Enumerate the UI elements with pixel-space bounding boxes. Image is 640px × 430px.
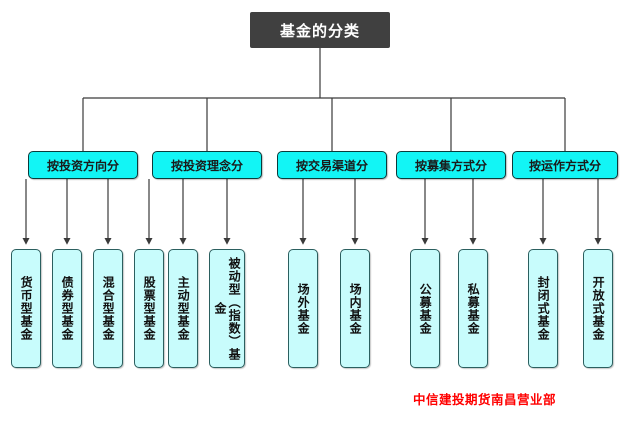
leaf-box-3-1[interactable]: 场外基金 [288,249,318,368]
leaf-box-2-2[interactable]: 被动型（指数）基金 [209,249,245,368]
leaf-box-5-1[interactable]: 封闭式基金 [528,249,558,368]
leaf-label: 股票型基金 [142,276,157,341]
category-box-3[interactable]: 按交易渠道分 [277,151,387,179]
leaf-box-1-4[interactable]: 股票型基金 [134,249,164,368]
leaf-label: 货币型基金 [19,276,34,341]
leaf-label: 被动型（指数）基金 [213,256,242,361]
leaf-label: 混合型基金 [101,276,116,341]
leaf-box-1-3[interactable]: 混合型基金 [93,249,123,368]
watermark-text: 中信建投期货南昌营业部 [413,392,557,407]
leaf-label: 开放式基金 [591,276,606,341]
leaf-label: 场内基金 [348,282,363,335]
leaf-box-1-2[interactable]: 债券型基金 [52,249,82,368]
leaf-box-2-1[interactable]: 主动型基金 [168,249,198,368]
chart-title-box: 基金的分类 [250,12,390,48]
leaf-box-1-1[interactable]: 货币型基金 [11,249,41,368]
leaf-label: 场外基金 [296,282,311,335]
leaf-label: 债券型基金 [60,276,75,341]
leaf-box-4-1[interactable]: 公募基金 [410,249,440,368]
category-box-2[interactable]: 按投资理念分 [152,151,262,179]
category-box-5[interactable]: 按运作方式分 [512,151,618,179]
category-box-4[interactable]: 按募集方式分 [396,151,506,179]
leaf-box-3-2[interactable]: 场内基金 [340,249,370,368]
leaf-box-4-2[interactable]: 私募基金 [458,249,488,368]
category-box-1[interactable]: 按投资方向分 [28,151,138,179]
leaf-label: 私募基金 [466,282,481,335]
leaf-label: 公募基金 [418,282,433,335]
leaf-box-5-2[interactable]: 开放式基金 [583,249,613,368]
leaf-label: 主动型基金 [176,276,191,341]
leaf-label: 封闭式基金 [536,276,551,341]
